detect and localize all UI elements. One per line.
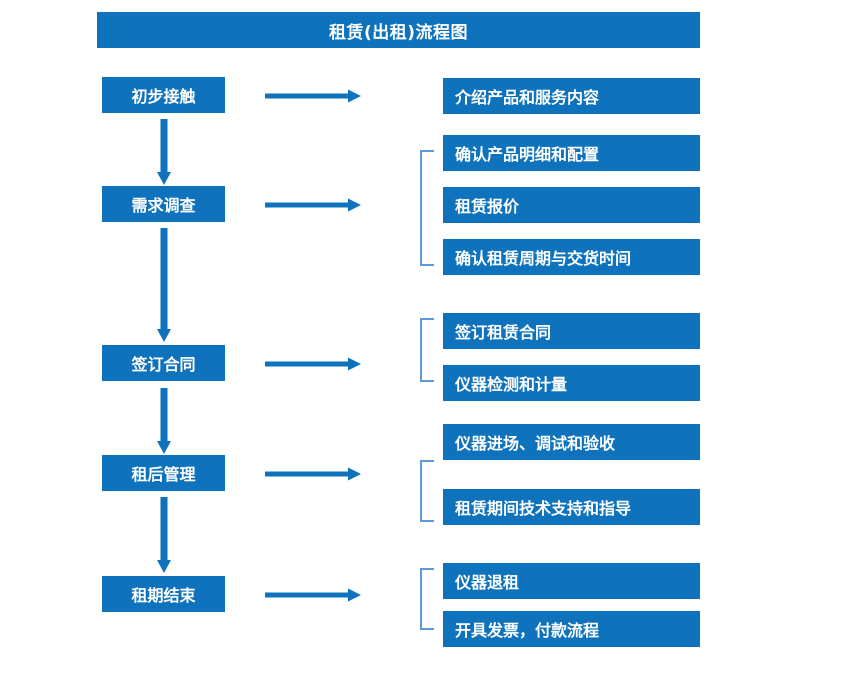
stage-node[interactable]: 租后管理 [102, 455, 225, 491]
stage-node-label: 初步接触 [131, 87, 196, 106]
detail-node[interactable]: 仪器进场、调试和验收 [443, 424, 700, 460]
stage-node[interactable]: 租期结束 [102, 576, 225, 612]
down-arrow-icon [154, 228, 174, 342]
stage-node[interactable]: 签订合同 [102, 345, 225, 381]
detail-node-label: 租赁期间技术支持和指导 [455, 499, 632, 518]
group-bracket-icon [420, 318, 434, 382]
right-arrow-icon [265, 466, 361, 481]
detail-node-label: 介绍产品和服务内容 [455, 88, 600, 107]
detail-node[interactable]: 开具发票，付款流程 [443, 611, 700, 647]
detail-node-label: 租赁报价 [455, 197, 520, 216]
detail-node[interactable]: 租赁期间技术支持和指导 [443, 489, 700, 525]
stage-node-label: 租后管理 [131, 465, 196, 484]
down-arrow-icon [154, 119, 174, 185]
down-arrow-icon [154, 388, 174, 454]
down-arrow-icon [154, 497, 174, 573]
detail-node-label: 仪器进场、调试和验收 [455, 434, 616, 453]
detail-node[interactable]: 仪器检测和计量 [443, 365, 700, 401]
group-bracket-icon [420, 568, 434, 630]
stage-node-label: 需求调查 [131, 196, 196, 215]
right-arrow-icon [265, 88, 361, 103]
detail-node-label: 开具发票，付款流程 [455, 621, 600, 640]
right-arrow-icon [265, 356, 361, 371]
detail-node-label: 签订租赁合同 [455, 323, 552, 342]
group-bracket-icon [420, 460, 434, 522]
detail-node[interactable]: 签订租赁合同 [443, 313, 700, 349]
detail-node-label: 仪器检测和计量 [455, 375, 568, 394]
detail-node[interactable]: 确认租赁周期与交货时间 [443, 239, 700, 275]
right-arrow-icon [265, 197, 361, 212]
detail-node-label: 仪器退租 [455, 573, 520, 592]
detail-node[interactable]: 确认产品明细和配置 [443, 135, 700, 171]
detail-node-label: 确认租赁周期与交货时间 [455, 249, 632, 268]
detail-node[interactable]: 租赁报价 [443, 187, 700, 223]
page-title: 租赁(出租)流程图 [97, 12, 700, 48]
detail-node[interactable]: 介绍产品和服务内容 [443, 78, 700, 114]
stage-node-label: 租期结束 [131, 586, 196, 605]
group-bracket-icon [420, 150, 434, 266]
stage-node[interactable]: 初步接触 [102, 77, 225, 113]
detail-node[interactable]: 仪器退租 [443, 563, 700, 599]
detail-node-label: 确认产品明细和配置 [455, 145, 600, 164]
stage-node[interactable]: 需求调查 [102, 186, 225, 222]
right-arrow-icon [265, 587, 361, 602]
stage-node-label: 签订合同 [131, 355, 196, 374]
